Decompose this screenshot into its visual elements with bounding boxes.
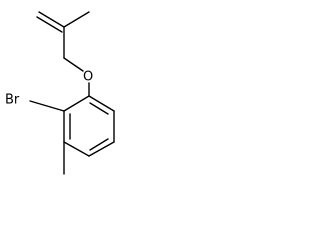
bond-c2-ch2-double-a xyxy=(38,11,65,28)
ring-bond-3 xyxy=(88,141,115,157)
ring-inner-double-1 xyxy=(89,102,109,115)
oxygen-label: O xyxy=(83,70,93,85)
bond-c1-o xyxy=(63,57,84,72)
ring-bond-1 xyxy=(88,95,115,112)
ring-inner-double-2 xyxy=(89,138,109,151)
bond-c2-ch2-double-b xyxy=(36,16,63,33)
ring-bond-4 xyxy=(63,141,90,157)
ring-bond-6 xyxy=(63,95,90,112)
bond-methyl-c2 xyxy=(63,11,90,28)
bond-ring-br xyxy=(29,100,65,112)
molecule-structure: O Br xyxy=(5,11,115,175)
bromine-label: Br xyxy=(5,93,20,108)
